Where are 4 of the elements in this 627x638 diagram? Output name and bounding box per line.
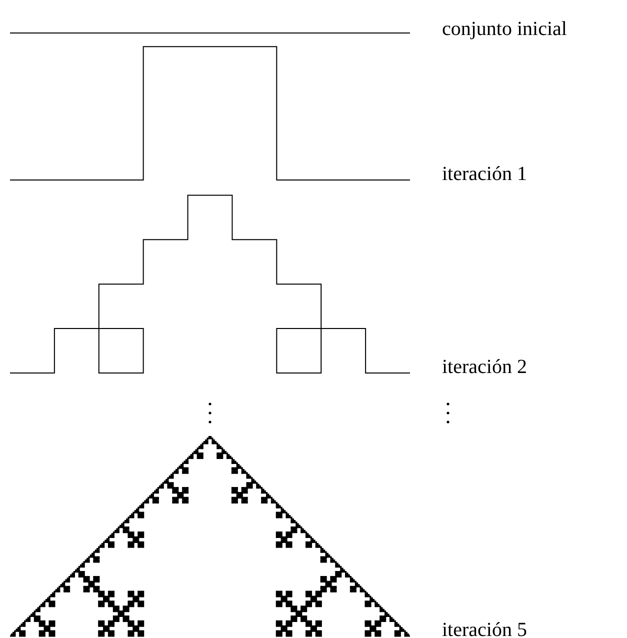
iteration-label: iteración 1 (442, 163, 527, 185)
iteration-label: conjunto inicial (442, 18, 567, 40)
iteration-label: iteración 2 (442, 356, 527, 378)
iteration-label: iteración 5 (442, 619, 527, 638)
